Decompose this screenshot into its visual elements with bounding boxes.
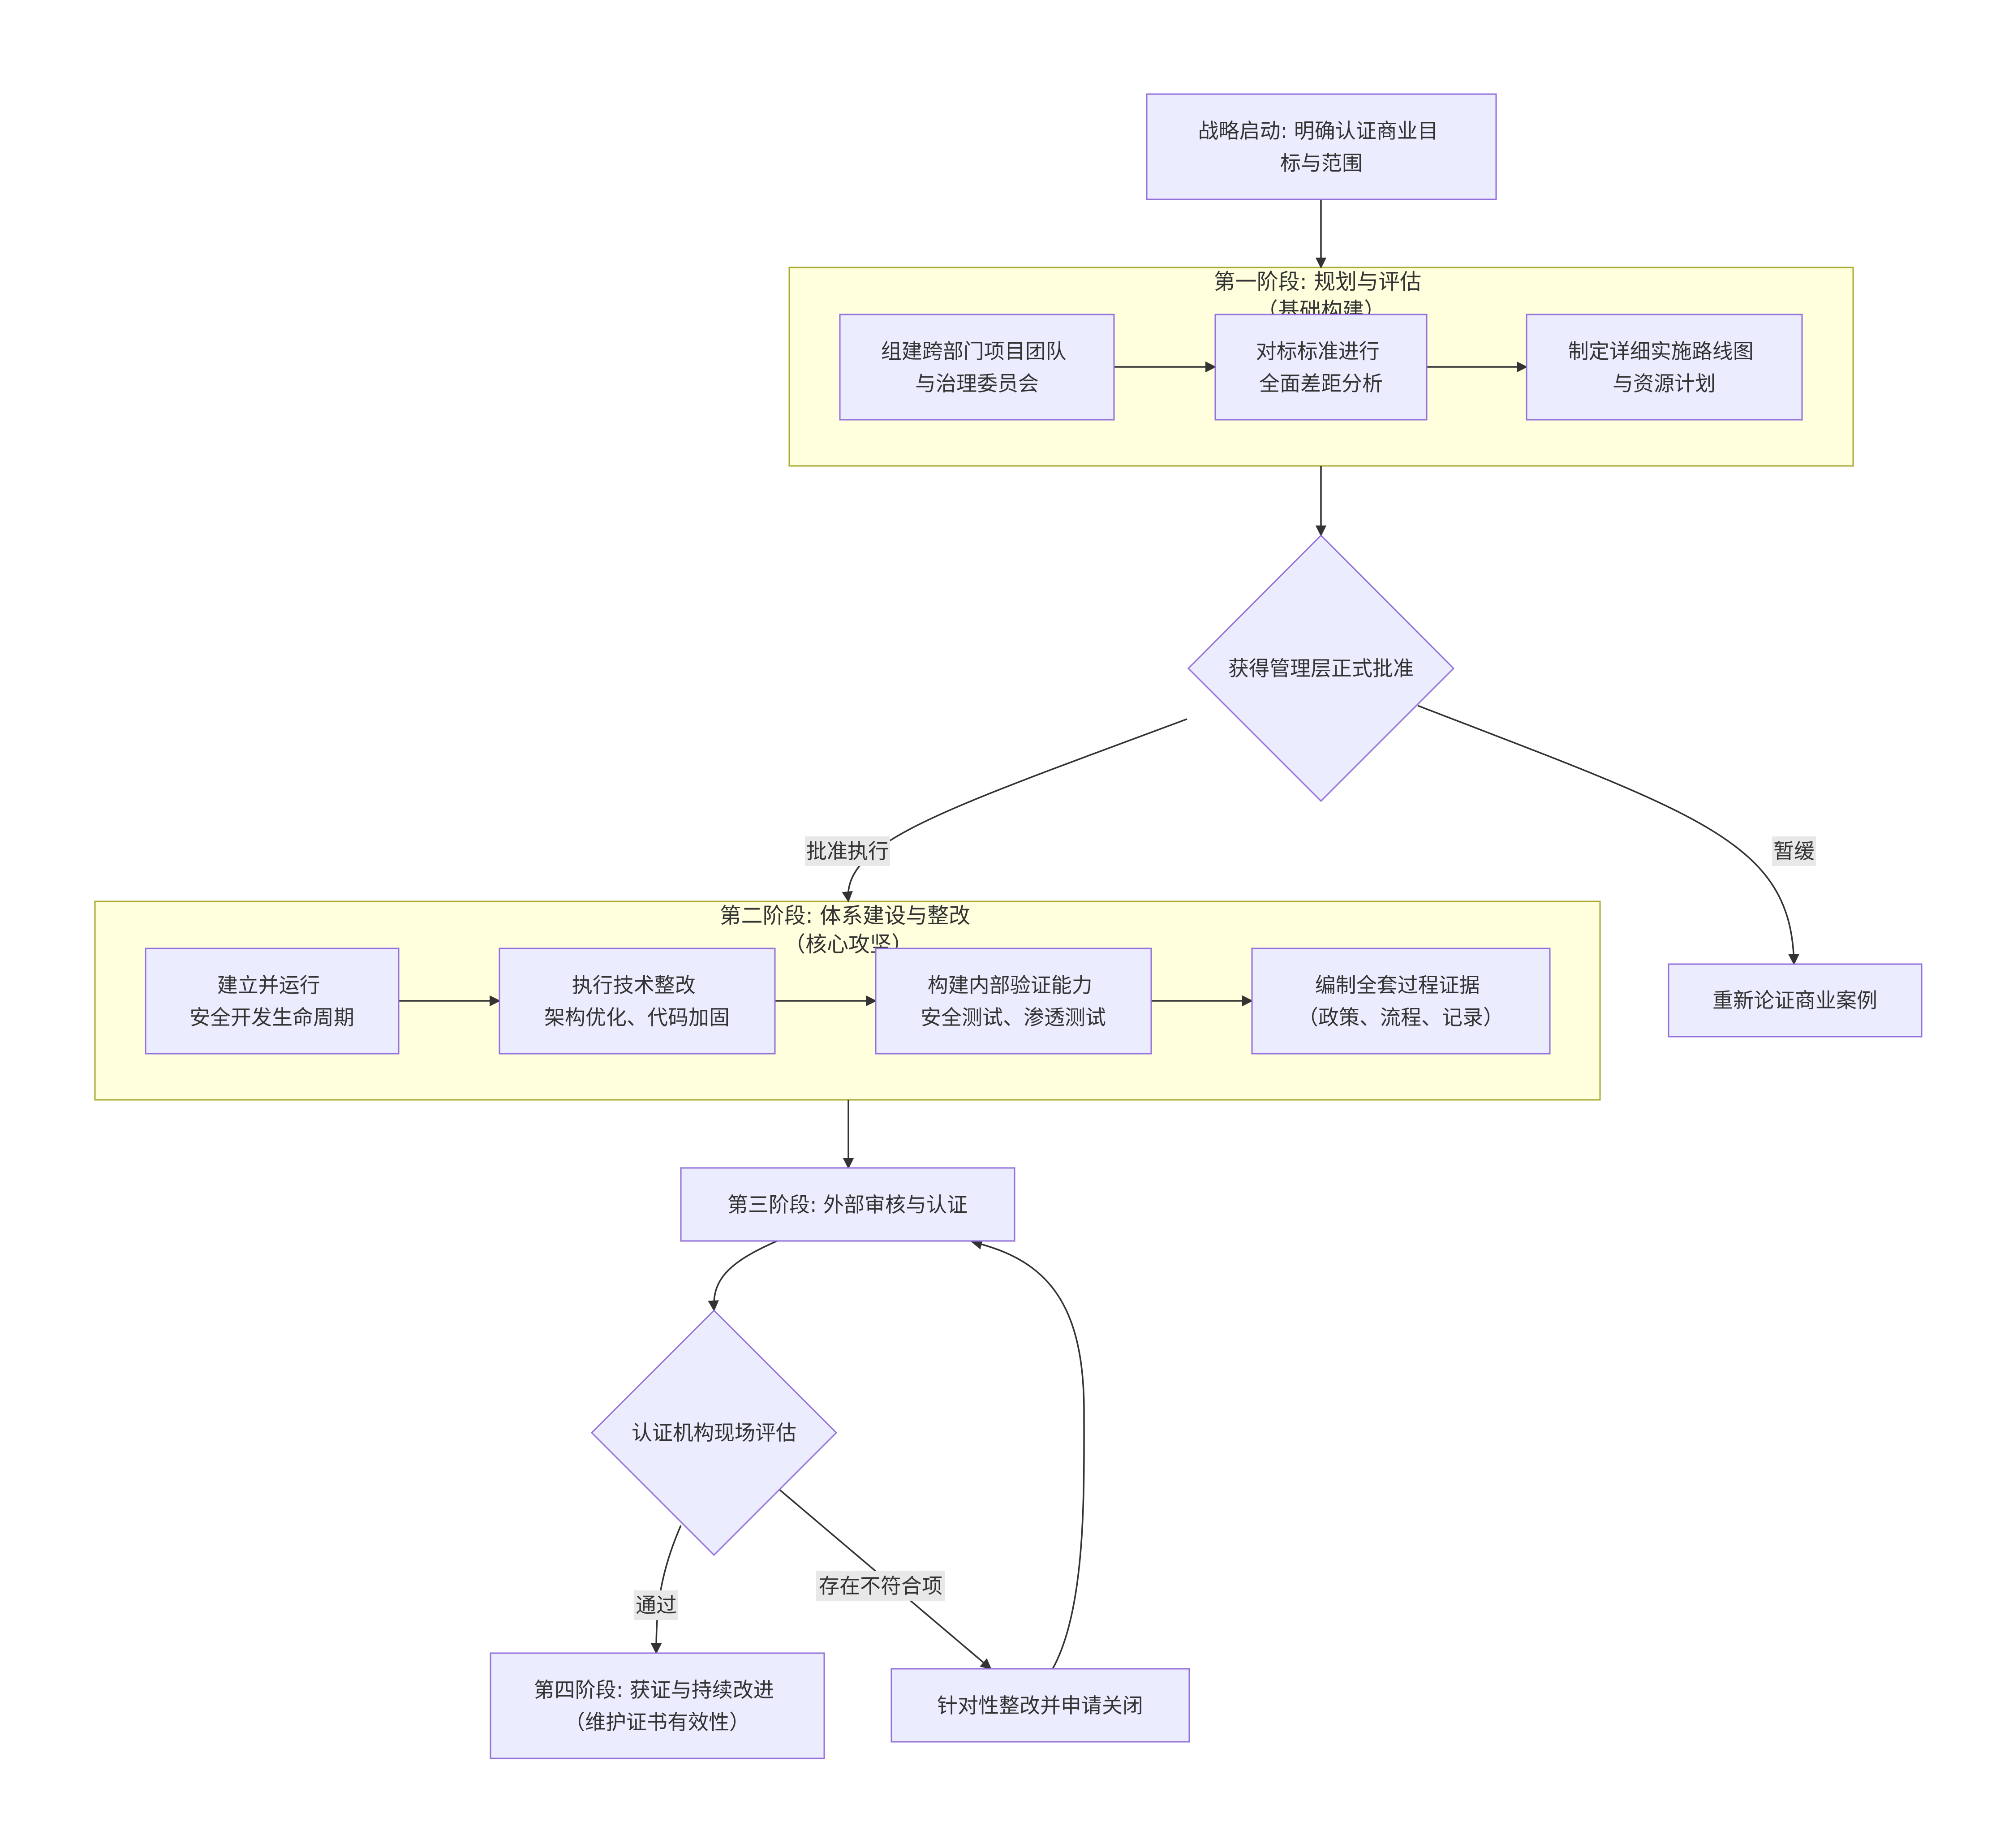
svg-text:战略启动: 明确认证商业目 标与范围: 战略启动: 明确认证商业目 标与范围	[1198, 119, 1445, 175]
node-evidence[interactable]: 编制全套过程证据 （政策、流程、记录）	[1251, 948, 1551, 1055]
node-sdl[interactable]: 建立并运行 安全开发生命周期	[145, 948, 400, 1055]
node-roadmap-line1: 制定详细实施路线图	[1568, 339, 1754, 363]
svg-text:构建内部验证能力 安全测试、渗透测试: 构建内部验证能力 安全测试、渗透测试	[921, 973, 1106, 1030]
node-tech-remediation-line1: 执行技术整改	[572, 973, 696, 997]
node-sdl-line1: 建立并运行	[217, 973, 320, 997]
node-certification[interactable]: 第四阶段: 获证与持续改进 （维护证书有效性）	[490, 1652, 825, 1759]
svg-text:组建跨部门项目团队 与治理委员会: 组建跨部门项目团队 与治理委员会	[881, 339, 1073, 396]
node-certification-line1: 第四阶段: 获证与持续改进	[534, 1678, 774, 1702]
cluster-phase1-title: 第一阶段: 规划与评估	[1214, 269, 1421, 294]
node-rebuild-business-case[interactable]: 重新论证商业案例	[1668, 963, 1923, 1038]
node-onsite-assessment-text: 认证机构现场评估	[632, 1421, 796, 1445]
edge-label-defer-text: 暂缓	[1773, 839, 1815, 863]
node-internal-verification-line2: 安全测试、渗透测试	[921, 1005, 1106, 1030]
svg-text:制定详细实施路线图 与资源计划: 制定详细实施路线图 与资源计划	[1568, 339, 1760, 396]
node-strategy-start-line2: 标与范围	[1280, 151, 1363, 175]
svg-text:第四阶段: 获证与持续改进 （维护证书有效性）: 第四阶段: 获证与持续改进 （维护证书有效性）	[534, 1678, 781, 1734]
edges	[399, 199, 1799, 1670]
node-targeted-fix-text: 针对性整改并申请关闭	[937, 1693, 1143, 1718]
node-tech-remediation-line2: 架构优化、代码加固	[544, 1005, 730, 1030]
node-external-audit[interactable]: 第三阶段: 外部审核与认证	[680, 1167, 1015, 1242]
svg-text:对标标准进行 全面差距分析: 对标标准进行 全面差距分析	[1256, 339, 1386, 396]
node-gap-analysis-line2: 全面差距分析	[1259, 371, 1383, 396]
edge-label-approve: 批准执行	[805, 836, 890, 866]
node-internal-verification[interactable]: 构建内部验证能力 安全测试、渗透测试	[875, 948, 1152, 1055]
edge-label-defer: 暂缓	[1772, 836, 1816, 866]
node-build-team[interactable]: 组建跨部门项目团队 与治理委员会	[839, 314, 1115, 421]
node-targeted-fix[interactable]: 针对性整改并申请关闭	[890, 1668, 1190, 1743]
edge-label-nonconform-text: 存在不符合项	[819, 1574, 942, 1598]
node-gap-analysis-line1: 对标标准进行	[1256, 339, 1380, 363]
node-build-team-line1: 组建跨部门项目团队	[881, 339, 1067, 363]
node-management-approval-text: 获得管理层正式批准	[1228, 656, 1414, 681]
edge-assess-to-cert	[650, 1525, 682, 1654]
node-internal-verification-line1: 构建内部验证能力	[928, 973, 1093, 997]
node-onsite-assessment[interactable]: 认证机构现场评估	[590, 1309, 838, 1556]
edge-label-approve-text: 批准执行	[806, 839, 889, 863]
edge-fix-to-audit	[971, 1239, 1085, 1669]
edge-label-nonconform: 存在不符合项	[816, 1571, 945, 1601]
node-evidence-line1: 编制全套过程证据	[1315, 973, 1480, 997]
node-external-audit-text: 第三阶段: 外部审核与认证	[727, 1193, 968, 1217]
node-roadmap-line2: 与资源计划	[1613, 371, 1716, 396]
svg-text:执行技术整改 架构优化、代码加固: 执行技术整改 架构优化、代码加固	[544, 973, 730, 1030]
edge-audit-to-assess	[708, 1240, 778, 1312]
node-strategy-start[interactable]: 战略启动: 明确认证商业目 标与范围	[1146, 93, 1497, 200]
node-roadmap[interactable]: 制定详细实施路线图 与资源计划	[1526, 314, 1803, 421]
svg-text:编制全套过程证据 （政策、流程、记录）: 编制全套过程证据 （政策、流程、记录）	[1298, 973, 1504, 1030]
edge-approval-to-rebuild	[1417, 705, 1799, 965]
edge-label-pass: 通过	[634, 1590, 678, 1620]
svg-text:建立并运行 安全开发生命周期: 建立并运行 安全开发生命周期	[189, 973, 354, 1030]
node-tech-remediation[interactable]: 执行技术整改 架构优化、代码加固	[499, 948, 776, 1055]
cluster-phase2-title: 第二阶段: 体系建设与整改	[720, 903, 970, 928]
node-sdl-line2: 安全开发生命周期	[189, 1005, 354, 1030]
node-gap-analysis[interactable]: 对标标准进行 全面差距分析	[1214, 314, 1428, 421]
node-certification-line2: （维护证书有效性）	[564, 1710, 750, 1734]
node-management-approval[interactable]: 获得管理层正式批准	[1187, 534, 1455, 802]
edge-label-pass-text: 通过	[636, 1593, 677, 1617]
node-build-team-line2: 与治理委员会	[915, 371, 1039, 396]
node-evidence-line2: （政策、流程、记录）	[1298, 1005, 1504, 1030]
node-rebuild-business-case-text: 重新论证商业案例	[1712, 988, 1877, 1012]
node-strategy-start-line1: 战略启动: 明确认证商业目	[1198, 119, 1438, 143]
edge-approval-to-phase2	[842, 718, 1187, 903]
